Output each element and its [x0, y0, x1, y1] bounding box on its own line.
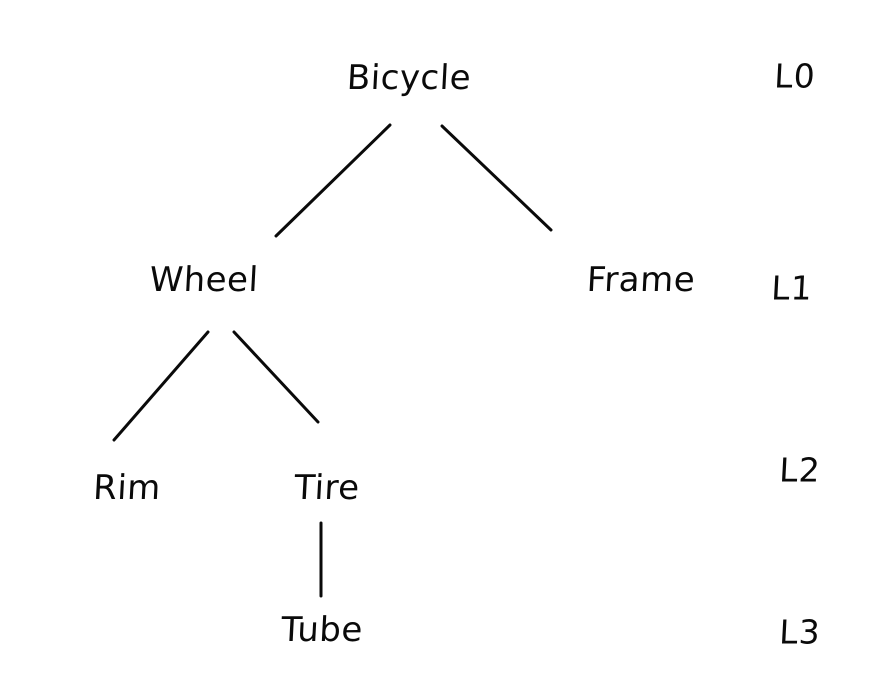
edge-wheel-to-rim	[112, 330, 210, 442]
level-label-l1: L1	[770, 268, 814, 308]
node-rim: Rim	[92, 468, 162, 508]
edge-wheel-to-tire	[232, 330, 320, 424]
node-frame: Frame	[585, 260, 697, 300]
edge-bicycle-to-wheel	[274, 123, 392, 238]
level-label-l2: L2	[778, 450, 822, 490]
node-tire: Tire	[293, 468, 361, 508]
edge-bicycle-to-frame	[440, 124, 553, 232]
node-bicycle: Bicycle	[345, 58, 473, 98]
node-tube: Tube	[280, 610, 364, 650]
level-label-l0: L0	[773, 56, 817, 96]
node-wheel: Wheel	[148, 260, 260, 300]
level-label-l3: L3	[778, 612, 822, 652]
